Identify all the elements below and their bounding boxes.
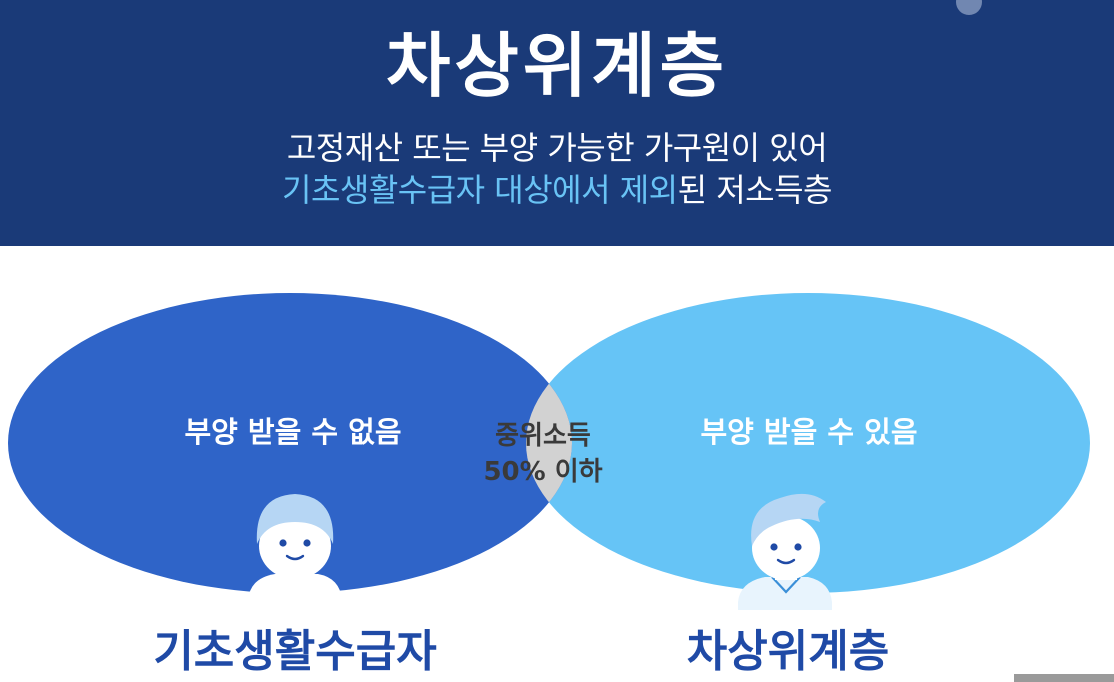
subtitle-rest: 된 저소득층: [677, 171, 833, 209]
logo-icon: [956, 0, 982, 15]
subtitle-line-1: 고정재산 또는 부양 가능한 가구원이 있어: [286, 129, 828, 167]
overlap-line-2: 50% 이하: [483, 457, 603, 487]
header-banner: 차상위계층 고정재산 또는 부양 가능한 가구원이 있어 기초생활수급자 대상에…: [0, 0, 1114, 246]
recipient-person-icon: [248, 494, 342, 610]
overlap-text: 중위소득 50% 이하: [433, 418, 653, 490]
scrollbar-fragment: [1014, 674, 1114, 682]
logo: [956, 0, 1106, 15]
venn-left-ellipse: [8, 293, 572, 593]
subtitle-line-2: 기초생활수급자 대상에서 제외된 저소득층: [0, 168, 1114, 212]
near-poverty-person-icon: [738, 493, 832, 610]
right-label: 차상위계층: [686, 626, 890, 677]
subtitle-highlight: 기초생활수급자 대상에서 제외: [282, 171, 678, 209]
overlap-line-1: 중위소득: [495, 421, 591, 451]
left-region-text: 부양 받을 수 없음: [184, 415, 402, 449]
left-label: 기초생활수급자: [153, 626, 437, 677]
venn-right-ellipse: [526, 293, 1090, 593]
page-title: 차상위계층: [386, 25, 728, 107]
right-region-text: 부양 받을 수 있음: [700, 415, 918, 449]
venn-diagram: [8, 293, 1090, 610]
